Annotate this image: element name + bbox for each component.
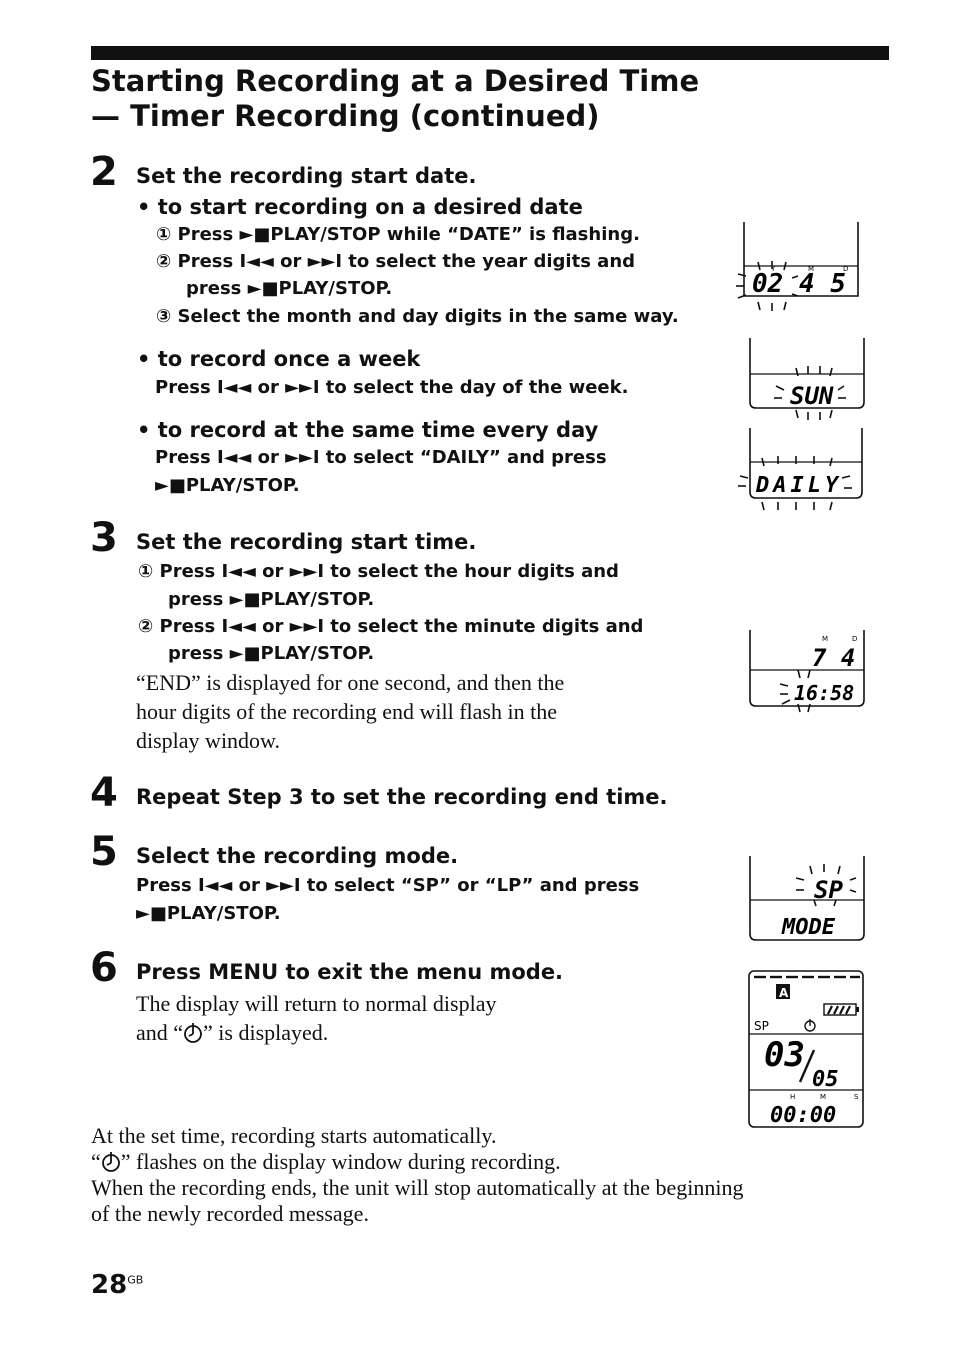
lcd-daily-display: DAILY: [738, 428, 863, 511]
step-3-heading: Set the recording start time.: [136, 530, 477, 554]
lcd-normal-display: A SP 03 05 H M S 00:00: [748, 970, 864, 1128]
step-5-text: Press I◄◄ or ►►I to select “SP” or “LP” …: [136, 875, 640, 896]
step-6-body-post: ” is displayed.: [203, 1020, 329, 1045]
step-2-bullet-desired-date: • to start recording on a desired date: [137, 195, 583, 219]
step-2-substep-2: ② Press I◄◄ or ►►I to select the year di…: [156, 251, 636, 272]
lcd-mode-display: SP MODE: [749, 856, 865, 941]
flash-rays: [738, 456, 852, 511]
step-2-weekly-text: Press I◄◄ or ►►I to select the day of th…: [155, 377, 629, 398]
step-number-4: 4: [90, 770, 118, 816]
step-3-substep-1-cont: press ►■PLAY/STOP.: [168, 589, 375, 610]
step-number-6: 6: [90, 945, 118, 991]
counter-digits: 00:00: [770, 1103, 836, 1128]
step-2-substep-2-cont: press ►■PLAY/STOP.: [186, 278, 393, 299]
step-6-body-line-2: and “ ” is displayed.: [136, 1018, 497, 1047]
mode-top-text: SP: [814, 876, 843, 904]
step-6-heading: Press MENU to exit the menu mode.: [136, 960, 564, 984]
flash-rays: [779, 669, 811, 713]
folder-a-text: A: [779, 986, 789, 1000]
step-number-2: 2: [90, 149, 118, 195]
step-3-body-line-2: hour digits of the recording end will fl…: [136, 699, 557, 724]
page-number-value: 28: [91, 1270, 128, 1300]
page-number-suffix: GB: [127, 1273, 144, 1287]
time-bottom-digits: 16:58: [794, 681, 854, 705]
header-rule: [91, 46, 889, 60]
total-messages: 05: [812, 1067, 839, 1092]
step-3-body-line-1: “END” is displayed for one second, and t…: [136, 670, 565, 695]
step-2-bullet-weekly: • to record once a week: [137, 347, 421, 371]
step-2-substep-3: ③ Select the month and day digits in the…: [156, 306, 679, 327]
step-4-heading: Repeat Step 3 to set the recording end t…: [136, 785, 668, 809]
time-d-label: D: [852, 635, 857, 643]
footer-line-1: At the set time, recording starts automa…: [91, 1123, 497, 1148]
step-2-substep-1: ① Press ►■PLAY/STOP while “DATE” is flas…: [156, 224, 640, 245]
timer-icon: [804, 1019, 816, 1032]
footer-line-4: of the newly recorded message.: [91, 1201, 369, 1226]
step-3-body-line-3: display window.: [136, 728, 281, 753]
lcd-time-display: M D 7 4 16:58: [749, 630, 865, 713]
footer-notes: At the set time, recording starts automa…: [91, 1123, 744, 1227]
step-2-daily-text: Press I◄◄ or ►►I to select “DAILY” and p…: [155, 447, 607, 468]
slash-divider: [798, 1049, 816, 1083]
step-5-heading: Select the recording mode.: [136, 844, 459, 868]
folder-a-badge: [776, 984, 790, 999]
footer-line-2: “ ” flashes on the display window during …: [91, 1149, 744, 1175]
time-top-digits: 7 4: [812, 644, 855, 672]
step-2-bullet-daily: • to record at the same time every day: [137, 418, 599, 442]
step-6-body-line-1: The display will return to normal displa…: [136, 991, 497, 1016]
step-2-heading: Set the recording start date.: [136, 164, 477, 188]
step-2-daily-text-cont: ►■PLAY/STOP.: [155, 475, 300, 496]
date-d-label: D: [843, 265, 848, 273]
title-line-2: — Timer Recording (continued): [91, 99, 600, 133]
step-6-body: The display will return to normal displa…: [136, 989, 497, 1047]
footer-line-3: When the recording ends, the unit will s…: [91, 1175, 744, 1200]
counter-m-label: M: [820, 1093, 826, 1101]
lcd-week-display: SUN: [749, 338, 865, 420]
timer-icon: [184, 1023, 202, 1043]
counter-h-label: H: [790, 1093, 795, 1101]
footer-line-2-post: ” flashes on the display window during r…: [120, 1149, 561, 1174]
daily-text: DAILY: [755, 473, 842, 498]
mode-bottom-text: MODE: [781, 915, 836, 940]
step-number-3: 3: [90, 515, 118, 561]
step-3-substep-2-cont: press ►■PLAY/STOP.: [168, 643, 375, 664]
date-y-label: Y: [770, 265, 776, 273]
step-3-substep-1: ① Press I◄◄ or ►►I to select the hour di…: [138, 561, 619, 582]
step-5-text-cont: ►■PLAY/STOP.: [136, 903, 281, 924]
message-number: 03: [764, 1035, 805, 1075]
step-3-substep-2: ② Press I◄◄ or ►►I to select the minute …: [138, 616, 644, 637]
counter-s-label: S: [854, 1093, 859, 1101]
flash-rays: [795, 864, 857, 907]
week-text: SUN: [790, 382, 834, 410]
page-title: Starting Recording at a Desired Time — T…: [91, 64, 699, 134]
footer-line-2-pre: “: [91, 1149, 101, 1174]
lcd-date-display: Y M D 02 4 5: [736, 222, 859, 311]
step-number-5: 5: [90, 829, 118, 875]
flash-rays: [774, 366, 846, 420]
time-m-label: M: [822, 635, 828, 643]
date-m-label: M: [808, 265, 814, 273]
mode-sp-indicator: SP: [754, 1019, 769, 1033]
timer-icon: [101, 1152, 120, 1172]
flash-rays: [736, 261, 799, 311]
date-digits: 02 4 5: [752, 269, 846, 299]
page-number: 28GB: [91, 1270, 143, 1300]
battery-icon: [823, 1003, 859, 1016]
title-line-1: Starting Recording at a Desired Time: [91, 64, 700, 98]
step-6-body-pre: and “: [136, 1020, 184, 1045]
step-3-body: “END” is displayed for one second, and t…: [136, 668, 564, 755]
